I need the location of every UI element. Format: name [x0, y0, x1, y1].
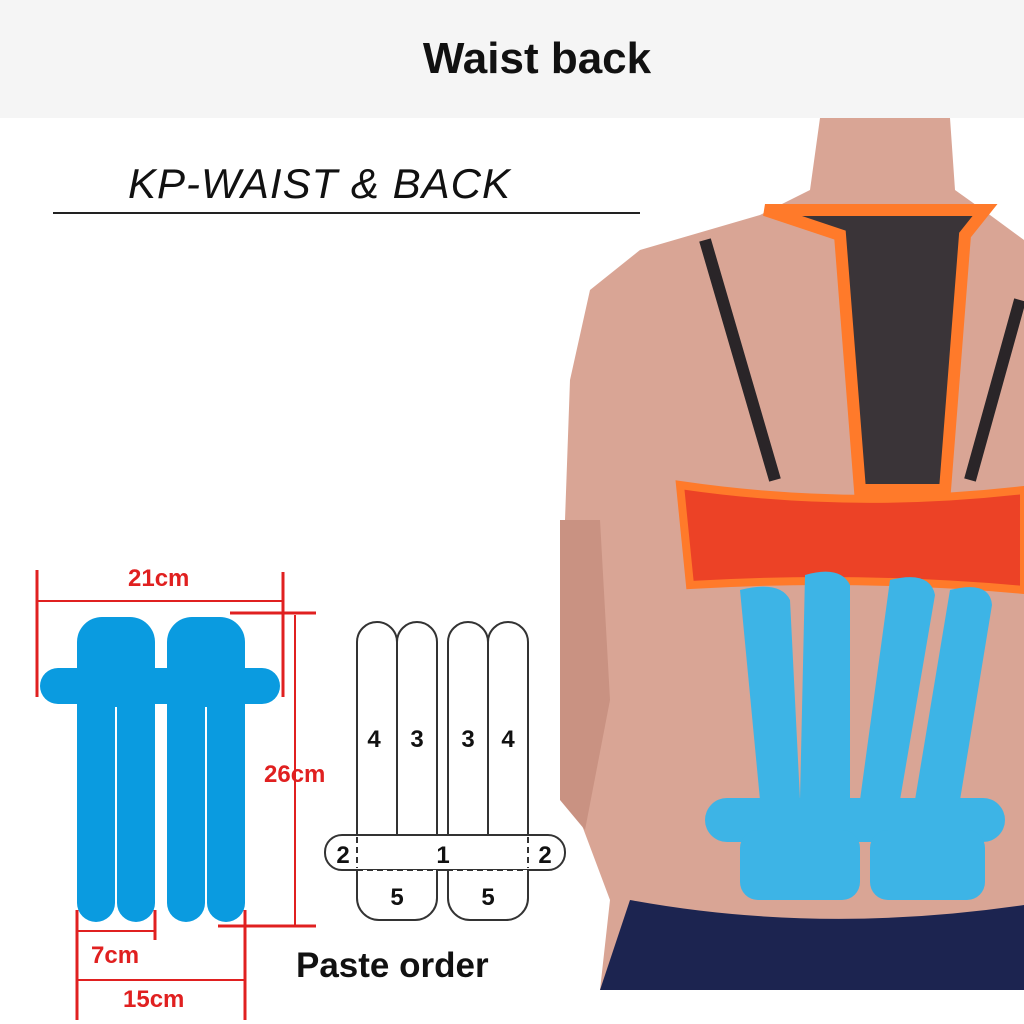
- paste-order-caption: Paste order: [296, 946, 489, 985]
- order-label-5-left: 5: [390, 884, 403, 911]
- order-label-4-right: 4: [501, 726, 515, 753]
- dimension-lines: [35, 570, 316, 1020]
- applied-tape: [705, 571, 1005, 900]
- order-label-5-right: 5: [481, 884, 494, 911]
- page-title: Waist back: [422, 34, 652, 83]
- title-underline: [53, 212, 640, 214]
- order-label-3-right: 3: [461, 726, 474, 753]
- height-label: 26cm: [264, 761, 325, 788]
- order-label-3-left: 3: [410, 726, 423, 753]
- paste-order-diagram: [324, 621, 566, 921]
- width-total-label: 21cm: [128, 565, 189, 592]
- paste-order-dashes: [356, 834, 529, 871]
- back-photo: [560, 118, 1024, 990]
- tape-cuts: [115, 714, 207, 922]
- strip-pair-width-label: 7cm: [91, 942, 139, 969]
- order-label-4-left: 4: [367, 726, 381, 753]
- base-width-label: 15cm: [123, 986, 184, 1013]
- order-label-2-left: 2: [336, 842, 349, 869]
- order-label-1: 1: [436, 842, 449, 869]
- header-bar: Waist back: [0, 0, 1024, 118]
- order-label-2-right: 2: [538, 842, 551, 869]
- product-name: KP-WAIST & BACK: [128, 160, 511, 207]
- tape-shape: [40, 617, 280, 922]
